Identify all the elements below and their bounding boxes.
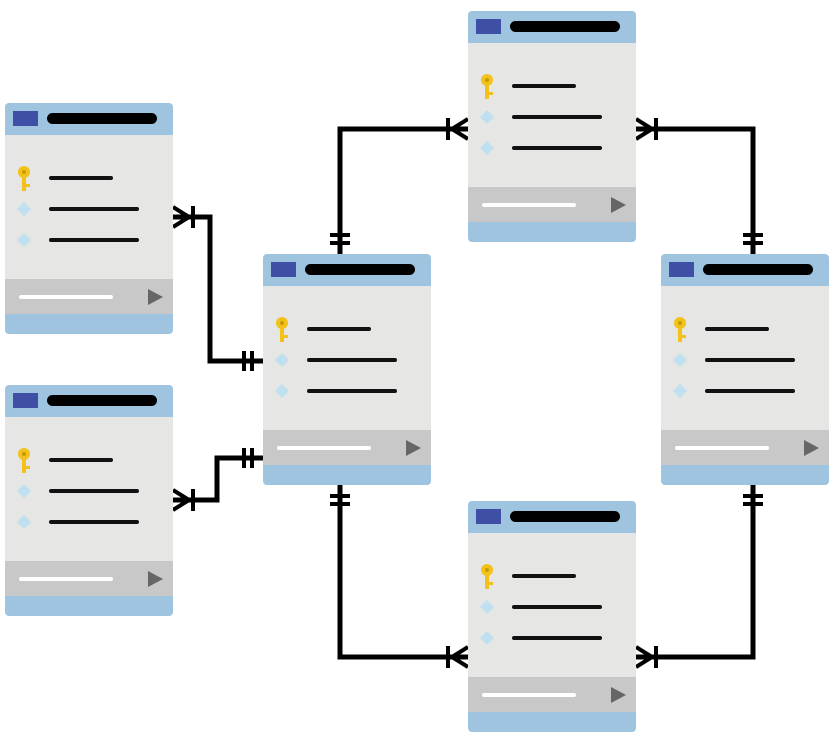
link-center-top bbox=[337, 126, 468, 254]
play-icon[interactable] bbox=[406, 440, 421, 456]
field-line bbox=[49, 207, 139, 211]
diamond-icon bbox=[17, 484, 31, 498]
play-icon[interactable] bbox=[611, 687, 626, 703]
header-badge-icon bbox=[271, 262, 296, 277]
key-icon bbox=[18, 166, 30, 191]
footer-line bbox=[19, 295, 113, 299]
key-icon bbox=[674, 317, 686, 342]
diamond-icon bbox=[480, 600, 494, 614]
field-line bbox=[705, 327, 769, 331]
double-bar-one-icon bbox=[743, 494, 763, 506]
link-center-bottom bbox=[337, 485, 468, 660]
table-center bbox=[263, 254, 431, 485]
table-title-bar bbox=[47, 113, 157, 124]
table-right bbox=[661, 254, 829, 485]
field-line bbox=[49, 176, 113, 180]
field-line bbox=[512, 115, 602, 119]
table-left-bottom bbox=[5, 385, 173, 616]
footer-line bbox=[482, 203, 576, 207]
double-bar-one-icon bbox=[743, 233, 763, 245]
table-top bbox=[468, 11, 636, 242]
table-title-bar bbox=[47, 395, 157, 406]
diamond-icon bbox=[17, 515, 31, 529]
double-bar-one-icon bbox=[330, 233, 350, 245]
diamond-icon bbox=[480, 110, 494, 124]
diamond-icon bbox=[673, 353, 687, 367]
header-badge-icon bbox=[476, 509, 501, 524]
field-line bbox=[49, 238, 139, 242]
header-badge-icon bbox=[13, 111, 38, 126]
footer-line bbox=[675, 446, 769, 450]
field-line bbox=[705, 389, 795, 393]
field-line bbox=[49, 520, 139, 524]
key-icon bbox=[481, 564, 493, 589]
double-bar-one-icon bbox=[242, 351, 254, 371]
field-line bbox=[512, 146, 602, 150]
header-badge-icon bbox=[476, 19, 501, 34]
link-left-top-center bbox=[173, 214, 263, 364]
crowfoot-many-icon bbox=[171, 488, 195, 512]
key-icon bbox=[276, 317, 288, 342]
crowfoot-many-icon bbox=[171, 205, 195, 229]
diamond-icon bbox=[275, 353, 289, 367]
table-layer bbox=[5, 11, 829, 732]
table-title-bar bbox=[703, 264, 813, 275]
link-top-right bbox=[636, 126, 756, 254]
table-left-top bbox=[5, 103, 173, 334]
double-bar-one-icon bbox=[330, 494, 350, 506]
footer-line bbox=[19, 577, 113, 581]
play-icon[interactable] bbox=[148, 571, 163, 587]
field-line bbox=[49, 489, 139, 493]
field-line bbox=[705, 358, 795, 362]
connector-layer bbox=[171, 117, 763, 669]
field-line bbox=[512, 605, 602, 609]
field-line bbox=[512, 636, 602, 640]
key-icon bbox=[18, 448, 30, 473]
crowfoot-many-icon bbox=[634, 645, 658, 669]
field-line bbox=[49, 458, 113, 462]
play-icon[interactable] bbox=[611, 197, 626, 213]
crowfoot-many-icon bbox=[446, 117, 470, 141]
diamond-icon bbox=[480, 631, 494, 645]
diamond-icon bbox=[17, 202, 31, 216]
diamond-icon bbox=[673, 384, 687, 398]
table-title-bar bbox=[510, 21, 620, 32]
footer-line bbox=[482, 693, 576, 697]
play-icon[interactable] bbox=[804, 440, 819, 456]
diamond-icon bbox=[480, 141, 494, 155]
key-icon bbox=[481, 74, 493, 99]
play-icon[interactable] bbox=[148, 289, 163, 305]
field-line bbox=[307, 327, 371, 331]
field-line bbox=[307, 389, 397, 393]
table-title-bar bbox=[305, 264, 415, 275]
diamond-icon bbox=[17, 233, 31, 247]
field-line bbox=[307, 358, 397, 362]
crowfoot-many-icon bbox=[634, 117, 658, 141]
field-line bbox=[512, 574, 576, 578]
double-bar-one-icon bbox=[242, 448, 254, 468]
field-line bbox=[512, 84, 576, 88]
diamond-icon bbox=[275, 384, 289, 398]
table-title-bar bbox=[510, 511, 620, 522]
table-bottom bbox=[468, 501, 636, 732]
link-left-bottom-center bbox=[173, 455, 263, 503]
crowfoot-many-icon bbox=[446, 645, 470, 669]
header-badge-icon bbox=[13, 393, 38, 408]
footer-line bbox=[277, 446, 371, 450]
link-right-bottom bbox=[636, 485, 756, 660]
header-badge-icon bbox=[669, 262, 694, 277]
